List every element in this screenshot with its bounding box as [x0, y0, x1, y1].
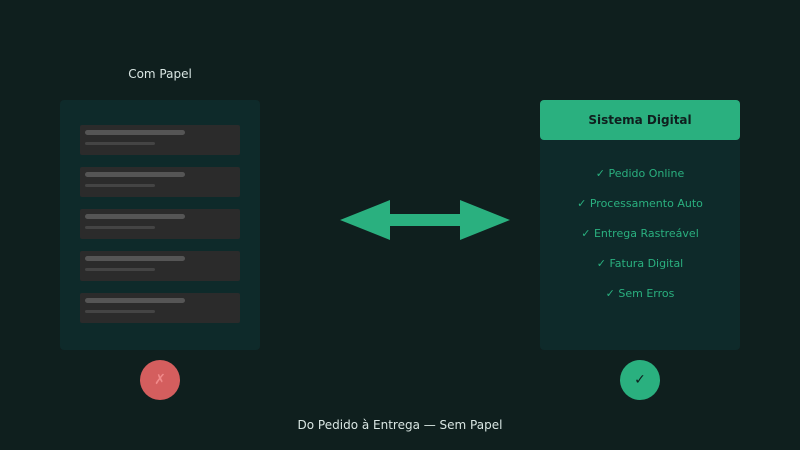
document-text-line [85, 142, 155, 145]
document-text-line [85, 184, 155, 187]
double-arrow-icon [340, 200, 510, 240]
document-title-line [85, 214, 185, 219]
paper-document [80, 125, 240, 155]
feature-item: ✓ Fatura Digital [596, 257, 684, 270]
digital-panel-header: Sistema Digital [540, 100, 740, 140]
document-text-line [85, 310, 155, 313]
cross-badge-icon: ✗ [140, 360, 180, 400]
document-title-line [85, 130, 185, 135]
diagram-caption: Do Pedido à Entrega — Sem Papel [297, 418, 503, 432]
paper-document [80, 167, 240, 197]
feature-item: ✓ Entrega Rastreável [581, 227, 699, 240]
document-title-line [85, 256, 185, 261]
paper-document [80, 251, 240, 281]
paper-panel [60, 100, 260, 350]
document-title-line [85, 172, 185, 177]
paper-document [80, 209, 240, 239]
digital-panel: Sistema Digital ✓ Pedido Online ✓ Proces… [540, 100, 740, 350]
feature-item: ✓ Pedido Online [595, 167, 685, 180]
paper-label: Com Papel [128, 67, 192, 81]
feature-item: ✓ Sem Erros [605, 287, 675, 300]
check-badge-icon: ✓ [620, 360, 660, 400]
document-text-line [85, 226, 155, 229]
document-text-line [85, 268, 155, 271]
feature-item: ✓ Processamento Auto [577, 197, 703, 210]
document-title-line [85, 298, 185, 303]
paper-document [80, 293, 240, 323]
